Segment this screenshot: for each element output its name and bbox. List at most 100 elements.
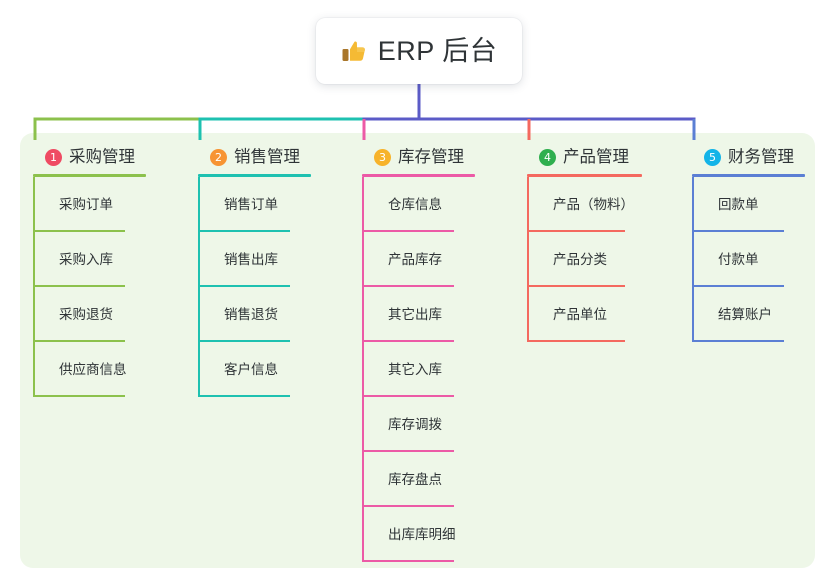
list-item-underline xyxy=(527,230,625,232)
list-item[interactable]: 仓库信息 xyxy=(362,177,475,232)
column-spine-3 xyxy=(362,177,364,562)
list-item-underline xyxy=(527,340,625,342)
list-item-label: 库存调拨 xyxy=(388,417,442,432)
column-spine-5 xyxy=(692,177,694,342)
list-item[interactable]: 库存盘点 xyxy=(362,452,475,507)
column-header-4[interactable]: 4 产品管理 xyxy=(527,146,642,168)
list-item-label: 结算账户 xyxy=(718,307,772,322)
list-item-label: 采购订单 xyxy=(59,197,113,212)
list-item[interactable]: 出库库明细 xyxy=(362,507,475,562)
list-item-label: 付款单 xyxy=(718,252,759,267)
list-item-label: 采购入库 xyxy=(59,252,113,267)
list-item-label: 其它出库 xyxy=(388,307,442,322)
list-item-underline xyxy=(527,285,625,287)
column-underline-3 xyxy=(362,174,475,177)
column-spine-1 xyxy=(33,177,35,397)
list-item[interactable]: 销售订单 xyxy=(198,177,311,232)
thumbs-up-icon xyxy=(341,38,367,64)
list-item-label: 出库库明细 xyxy=(388,527,456,542)
list-item-label: 销售退货 xyxy=(224,307,278,322)
list-item[interactable]: 采购订单 xyxy=(33,177,146,232)
list-item-underline xyxy=(33,285,125,287)
column-badge-5: 5 xyxy=(704,148,721,166)
list-item-underline xyxy=(198,340,290,342)
list-item[interactable]: 销售退货 xyxy=(198,287,311,342)
list-item-underline xyxy=(692,340,784,342)
list-item-label: 供应商信息 xyxy=(59,362,127,377)
column-5: 5 财务管理回款单付款单结算账户 xyxy=(692,146,805,342)
column-badge-3: 3 xyxy=(374,148,391,166)
list-item[interactable]: 库存调拨 xyxy=(362,397,475,452)
column-title-5: 财务管理 xyxy=(728,147,794,166)
list-item-label: 销售出库 xyxy=(224,252,278,267)
column-header-1[interactable]: 1 采购管理 xyxy=(33,146,146,168)
diagram-panel-background xyxy=(20,133,815,568)
root-node-card[interactable]: ERP 后台 xyxy=(316,18,522,84)
list-item-underline xyxy=(198,230,290,232)
list-item-label: 其它入库 xyxy=(388,362,442,377)
list-item-label: 采购退货 xyxy=(59,307,113,322)
list-item-label: 库存盘点 xyxy=(388,472,442,487)
list-item[interactable]: 结算账户 xyxy=(692,287,805,342)
column-badge-1: 1 xyxy=(45,148,62,166)
column-title-4: 产品管理 xyxy=(563,147,629,166)
list-item-underline xyxy=(362,230,454,232)
list-item-label: 产品分类 xyxy=(553,252,607,267)
list-item-underline xyxy=(362,450,454,452)
list-item-underline xyxy=(33,230,125,232)
list-item[interactable]: 付款单 xyxy=(692,232,805,287)
list-item-label: 产品（物料） xyxy=(553,197,634,212)
column-spine-4 xyxy=(527,177,529,342)
list-item-label: 客户信息 xyxy=(224,362,278,377)
column-items-1: 采购订单采购入库采购退货供应商信息 xyxy=(33,177,146,397)
list-item-underline xyxy=(362,395,454,397)
root-node-content: ERP 后台 xyxy=(341,35,498,66)
column-title-1: 采购管理 xyxy=(69,147,135,166)
column-1: 1 采购管理采购订单采购入库采购退货供应商信息 xyxy=(33,146,146,397)
column-underline-5 xyxy=(692,174,805,177)
column-items-3: 仓库信息产品库存其它出库其它入库库存调拨库存盘点出库库明细 xyxy=(362,177,475,562)
list-item[interactable]: 销售出库 xyxy=(198,232,311,287)
list-item-underline xyxy=(692,230,784,232)
column-2: 2 销售管理销售订单销售出库销售退货客户信息 xyxy=(198,146,311,397)
list-item[interactable]: 产品分类 xyxy=(527,232,642,287)
list-item-underline xyxy=(198,395,290,397)
column-underline-1 xyxy=(33,174,146,177)
list-item[interactable]: 供应商信息 xyxy=(33,342,146,397)
column-badge-2: 2 xyxy=(210,148,227,166)
column-header-5[interactable]: 5 财务管理 xyxy=(692,146,805,168)
list-item[interactable]: 采购退货 xyxy=(33,287,146,342)
list-item[interactable]: 采购入库 xyxy=(33,232,146,287)
column-badge-4: 4 xyxy=(539,148,556,166)
column-items-5: 回款单付款单结算账户 xyxy=(692,177,805,342)
list-item[interactable]: 产品单位 xyxy=(527,287,642,342)
list-item[interactable]: 产品（物料） xyxy=(527,177,642,232)
list-item-underline xyxy=(362,285,454,287)
column-title-2: 销售管理 xyxy=(234,147,300,166)
column-underline-2 xyxy=(198,174,311,177)
column-4: 4 产品管理产品（物料） 产品分类产品单位 xyxy=(527,146,642,342)
list-item[interactable]: 其它入库 xyxy=(362,342,475,397)
list-item-underline xyxy=(362,560,454,562)
list-item-underline xyxy=(33,340,125,342)
list-item-underline xyxy=(33,395,125,397)
column-spine-2 xyxy=(198,177,200,397)
list-item-underline xyxy=(692,285,784,287)
list-item[interactable]: 回款单 xyxy=(692,177,805,232)
list-item-underline xyxy=(362,505,454,507)
column-underline-4 xyxy=(527,174,642,177)
root-node-title: ERP 后台 xyxy=(377,35,498,66)
list-item[interactable]: 产品库存 xyxy=(362,232,475,287)
list-item[interactable]: 客户信息 xyxy=(198,342,311,397)
column-items-4: 产品（物料） 产品分类产品单位 xyxy=(527,177,642,342)
list-item-label: 产品库存 xyxy=(388,252,442,267)
column-header-2[interactable]: 2 销售管理 xyxy=(198,146,311,168)
column-items-2: 销售订单销售出库销售退货客户信息 xyxy=(198,177,311,397)
list-item-underline xyxy=(362,340,454,342)
list-item-label: 销售订单 xyxy=(224,197,278,212)
list-item[interactable]: 其它出库 xyxy=(362,287,475,342)
list-item-label: 回款单 xyxy=(718,197,759,212)
